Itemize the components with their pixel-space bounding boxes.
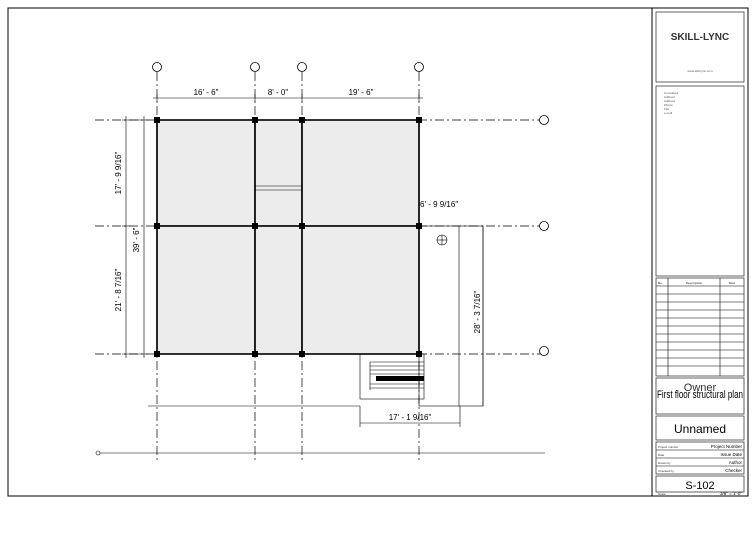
- consultant-box: [655, 85, 745, 277]
- info-label: Drawn by: [658, 461, 671, 465]
- revision-rows: [656, 293, 744, 367]
- consultant-list: Consultant Address Address Phone Fax e-m…: [664, 91, 679, 115]
- info-value[interactable]: Issue Date: [720, 452, 742, 457]
- grid-bubble[interactable]: [297, 62, 307, 72]
- slab-panel[interactable]: [156, 119, 256, 227]
- grid-bubble[interactable]: [152, 62, 162, 72]
- svg-text:Fax: Fax: [664, 107, 670, 111]
- column[interactable]: [252, 351, 258, 357]
- project-name-box: [655, 415, 745, 441]
- svg-text:Address: Address: [664, 99, 676, 103]
- column[interactable]: [299, 223, 305, 229]
- svg-text:e-mail: e-mail: [664, 111, 673, 115]
- dimension-label[interactable]: 17' - 1 9/16": [389, 413, 432, 422]
- stair-landing: [376, 376, 424, 381]
- column[interactable]: [252, 117, 258, 123]
- slab-panel[interactable]: [301, 119, 420, 227]
- info-value[interactable]: Checker: [725, 468, 742, 473]
- grid-bubble[interactable]: [539, 115, 549, 125]
- info-value[interactable]: Author: [729, 460, 743, 465]
- dimension-label[interactable]: 17' - 9 9/16": [114, 152, 123, 195]
- dimension-label[interactable]: 21' - 8 7/16": [114, 269, 123, 312]
- slab-panel[interactable]: [301, 225, 420, 355]
- scale-value[interactable]: 3/8" = 1'-0": [720, 491, 742, 496]
- info-label: Checked by: [658, 469, 674, 473]
- revision-header-date: Date: [729, 281, 736, 285]
- svg-text:Address: Address: [664, 95, 676, 99]
- info-value[interactable]: Project Number: [711, 444, 743, 449]
- section-marker-icon: [95, 450, 101, 456]
- grid-bubble[interactable]: [250, 62, 260, 72]
- dimension-lines: [122, 94, 484, 427]
- project-name[interactable]: Unnamed: [674, 422, 726, 436]
- grid-bubbles: [152, 62, 549, 356]
- revision-header-description: Description: [686, 281, 703, 285]
- revision-header-no: No.: [658, 281, 663, 285]
- dimension-label[interactable]: 28' - 3 7/16": [473, 291, 482, 334]
- column[interactable]: [154, 351, 160, 357]
- sheet-name-box: [655, 377, 745, 415]
- slab-panel[interactable]: [254, 225, 303, 355]
- column[interactable]: [154, 117, 160, 123]
- column[interactable]: [299, 117, 305, 123]
- column[interactable]: [299, 351, 305, 357]
- column[interactable]: [252, 223, 258, 229]
- scale-label: Scale: [658, 492, 666, 496]
- column[interactable]: [416, 117, 422, 123]
- dimension-label[interactable]: 6' - 9 9/16": [420, 200, 458, 209]
- sheet-number-box: [655, 475, 745, 493]
- staircase[interactable]: [359, 353, 425, 400]
- slab-panel[interactable]: [156, 225, 256, 355]
- revision-table: [655, 277, 745, 377]
- svg-text:Consultant: Consultant: [664, 91, 679, 95]
- logo-subtitle: www.skill-lync.com: [687, 69, 713, 73]
- info-label: Project number: [658, 445, 678, 449]
- sheet-border: [7, 7, 749, 497]
- logo-box: [655, 11, 745, 83]
- dimension-label[interactable]: 16' - 6": [194, 88, 219, 97]
- grid-bubble[interactable]: [414, 62, 424, 72]
- slab-panel[interactable]: [254, 119, 303, 227]
- sheet-number[interactable]: S-102: [685, 480, 714, 492]
- sheet-title[interactable]: First floor structural plan: [657, 389, 743, 401]
- dimension-label[interactable]: 39' - 6": [132, 227, 141, 252]
- floor-slabs: [156, 119, 420, 355]
- dimension-label[interactable]: 19' - 6": [349, 88, 374, 97]
- dimension-label[interactable]: 8' - 0": [268, 88, 289, 97]
- title-block: SKILL-LYNC www.skill-lync.com Consultant…: [655, 11, 745, 496]
- info-label: Date: [658, 453, 665, 457]
- grid-bubble[interactable]: [539, 221, 549, 231]
- company-logo: SKILL-LYNC: [671, 32, 730, 43]
- column[interactable]: [154, 223, 160, 229]
- grid-bubble[interactable]: [539, 346, 549, 356]
- svg-text:Phone: Phone: [664, 103, 673, 107]
- owner-label: Owner: [684, 382, 717, 394]
